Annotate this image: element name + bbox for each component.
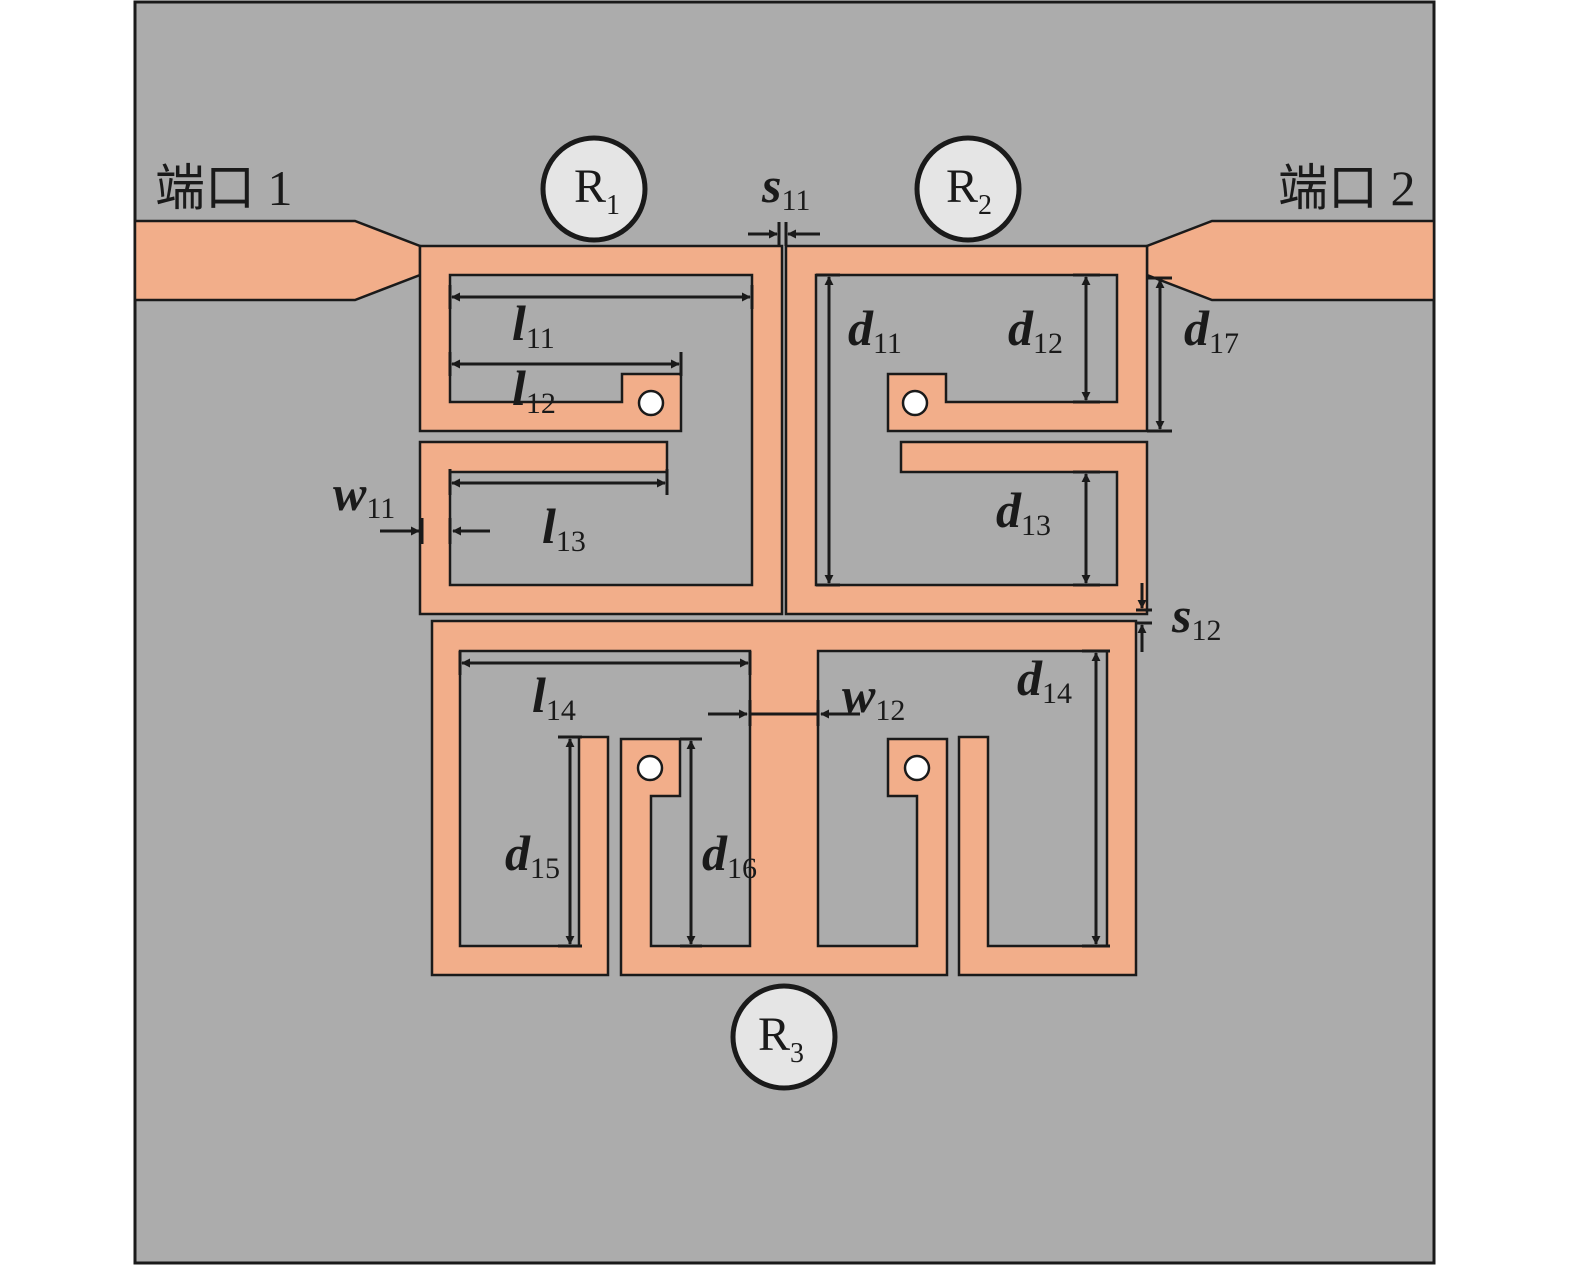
dimension-label-s11: s11 bbox=[761, 157, 810, 217]
dimension-label-d11: d11 bbox=[848, 300, 902, 360]
port1-label: 端口 1 bbox=[155, 160, 293, 216]
resistor-r2-symbol bbox=[914, 135, 1022, 243]
resonator-bottom bbox=[430, 619, 1138, 977]
dimension-label-d17: d17 bbox=[1184, 300, 1239, 360]
resistor-r3-symbol bbox=[730, 983, 838, 1091]
via-hole bbox=[903, 754, 931, 782]
dimension-label-d14: d14 bbox=[1017, 650, 1072, 710]
dimension-label-d16: d16 bbox=[702, 825, 757, 885]
port2-feed-line bbox=[1145, 219, 1436, 302]
resistor-r3-label: R3 bbox=[758, 1008, 804, 1069]
port1-feed-line bbox=[133, 219, 422, 302]
via-hole bbox=[901, 389, 929, 417]
via-hole bbox=[637, 389, 665, 417]
dimension-label-d12: d12 bbox=[1008, 300, 1063, 360]
port2-label: 端口 2 bbox=[1278, 160, 1416, 216]
dimension-label-w12: w12 bbox=[842, 667, 905, 727]
dimension-label-s12: s12 bbox=[1171, 587, 1221, 647]
resistor-r1-symbol bbox=[540, 135, 648, 243]
dimension-label-l14: l14 bbox=[532, 667, 576, 727]
via-hole bbox=[636, 754, 664, 782]
dimension-label-d13: d13 bbox=[996, 482, 1051, 542]
dimension-label-l11: l11 bbox=[512, 295, 555, 355]
dimension-label-d15: d15 bbox=[505, 825, 560, 885]
resistor-r1-label: R1 bbox=[574, 160, 620, 221]
dimension-label-l12: l12 bbox=[512, 360, 556, 420]
dimension-label-l13: l13 bbox=[542, 498, 586, 558]
dimension-label-w11: w11 bbox=[333, 465, 395, 525]
resistor-r2-label: R2 bbox=[946, 160, 992, 221]
